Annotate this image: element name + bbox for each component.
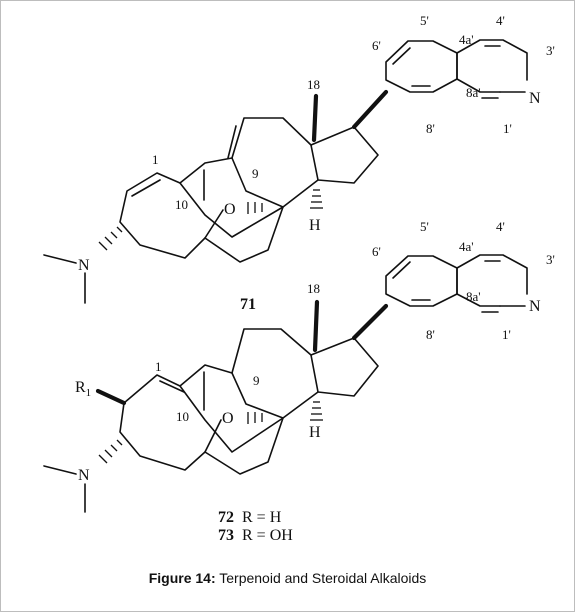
- amine-nitrogen-label: N: [78, 257, 90, 274]
- isoquinoline-72: N: [385, 254, 541, 315]
- aryl-wedge-bond: [351, 89, 389, 130]
- atom-label-4ap-b: 4a': [459, 239, 474, 254]
- r1-wedge-bond: [95, 388, 127, 406]
- caption-text: Terpenoid and Steroidal Alkaloids: [215, 570, 427, 586]
- atom-label-9: 9: [252, 166, 259, 181]
- atom-label-1-b: 1: [155, 359, 162, 374]
- figure-caption: Figure 14: Terpenoid and Steroidal Alkal…: [0, 570, 575, 586]
- atom-label-6p: 6': [372, 38, 381, 53]
- atom-label-8p-b: 8': [426, 327, 435, 342]
- oxygen-label: O: [224, 201, 236, 218]
- methyl-c18-bond: [311, 93, 319, 143]
- hydrogen-label: H: [309, 217, 321, 234]
- isoquinoline-71: N: [385, 39, 541, 107]
- oxygen-bridge-hash-2: [247, 412, 263, 424]
- methyl-c18-bond-2: [312, 299, 320, 353]
- amine-nitrogen-label-2: N: [78, 467, 90, 484]
- atom-label-4p-b: 4': [496, 219, 505, 234]
- hydrogen-label-2: H: [309, 424, 321, 441]
- ring-nitrogen-label: N: [529, 90, 541, 107]
- atom-label-1: 1: [152, 152, 159, 167]
- caption-label: Figure 14:: [148, 570, 216, 586]
- amine-hash-72: [98, 439, 123, 464]
- ring-nitrogen-label-2: N: [529, 298, 541, 315]
- atom-label-10-b: 10: [176, 409, 189, 424]
- atom-label-5p: 5': [420, 13, 429, 28]
- hashed-h-c14: [310, 189, 323, 209]
- atom-label-6p-b: 6': [372, 244, 381, 259]
- structure-72-73: N H O R1: [43, 219, 555, 544]
- amine-hash-71: [98, 226, 123, 251]
- atom-label-4ap: 4a': [459, 32, 474, 47]
- atom-label-8ap: 8a': [466, 85, 481, 100]
- atom-label-4p: 4': [496, 13, 505, 28]
- atom-label-3p-b: 3': [546, 252, 555, 267]
- atom-label-18-b: 18: [307, 281, 320, 296]
- atom-label-10: 10: [175, 197, 188, 212]
- atom-label-5p-b: 5': [420, 219, 429, 234]
- aryl-wedge-bond-2: [351, 303, 389, 341]
- structure-71: N H O: [43, 13, 555, 313]
- compound-number-71: 71: [240, 296, 256, 313]
- substituent-r1: R1: [75, 379, 91, 399]
- atom-label-8p: 8': [426, 121, 435, 136]
- atom-label-18: 18: [307, 77, 320, 92]
- oxygen-bridge-hash: [247, 202, 263, 214]
- atom-label-8ap-b: 8a': [466, 289, 481, 304]
- atom-label-1p-b: 1': [502, 327, 511, 342]
- hashed-h-c14-2: [310, 401, 323, 421]
- atom-label-3p: 3': [546, 43, 555, 58]
- atom-label-9-b: 9: [253, 373, 260, 388]
- atom-label-1p: 1': [503, 121, 512, 136]
- oxygen-label-2: O: [222, 410, 234, 427]
